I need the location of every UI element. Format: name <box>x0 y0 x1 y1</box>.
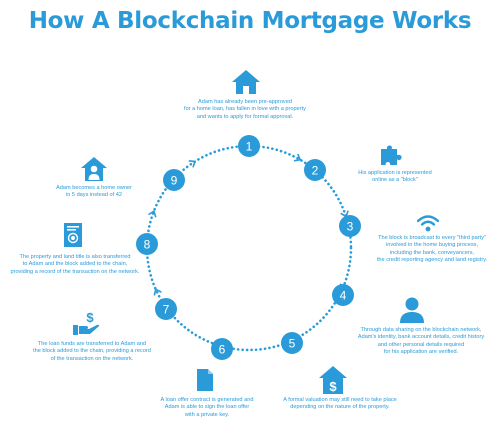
step-number: 4 <box>340 289 347 303</box>
home-person-icon <box>81 157 107 181</box>
house-icon <box>232 70 260 94</box>
step-number: 7 <box>163 303 170 317</box>
page-title: How A Blockchain Mortgage Works <box>28 8 472 34</box>
flow-arrow-8 <box>188 160 196 168</box>
step-5-caption: A formal valuation may still need to tak… <box>283 397 397 411</box>
step-node-7: 7 <box>155 298 177 320</box>
flow-arrow-1 <box>293 153 302 162</box>
flow-arrow-6 <box>153 288 162 296</box>
step-7-caption: The loan funds are transferred to Adam a… <box>33 341 151 362</box>
wifi-icon <box>417 215 439 232</box>
step-node-2: 2 <box>304 159 326 181</box>
svg-text:$: $ <box>86 310 94 325</box>
step-number: 8 <box>144 238 151 252</box>
step-node-6: 6 <box>211 338 233 360</box>
hand-money-icon: $ <box>73 310 100 335</box>
step-node-9: 9 <box>163 169 185 191</box>
step-node-8: 8 <box>136 233 158 255</box>
step-number: 3 <box>347 220 354 234</box>
document-icon <box>197 369 213 391</box>
step-node-5: 5 <box>281 332 303 354</box>
svg-text:$: $ <box>329 379 337 394</box>
certificate-icon <box>64 223 82 247</box>
step-3-caption: The block is broadcast to every "third p… <box>376 235 488 264</box>
step-number: 1 <box>246 140 253 154</box>
step-number: 9 <box>171 174 178 188</box>
step-node-1: 1 <box>238 135 260 157</box>
step-number: 6 <box>219 343 226 357</box>
step-node-3: 3 <box>339 215 361 237</box>
person-icon <box>400 297 424 323</box>
flow-arrow-7 <box>148 210 157 218</box>
step-number: 2 <box>312 164 319 178</box>
step-8-caption: The property and land title is also tran… <box>10 254 140 275</box>
house-dollar-icon: $ <box>319 366 347 394</box>
step-node-4: 4 <box>332 284 354 306</box>
step-4-caption: Through data sharing on the blockchain n… <box>357 327 485 356</box>
step-number: 5 <box>289 337 296 351</box>
puzzle-piece-icon <box>381 145 402 165</box>
